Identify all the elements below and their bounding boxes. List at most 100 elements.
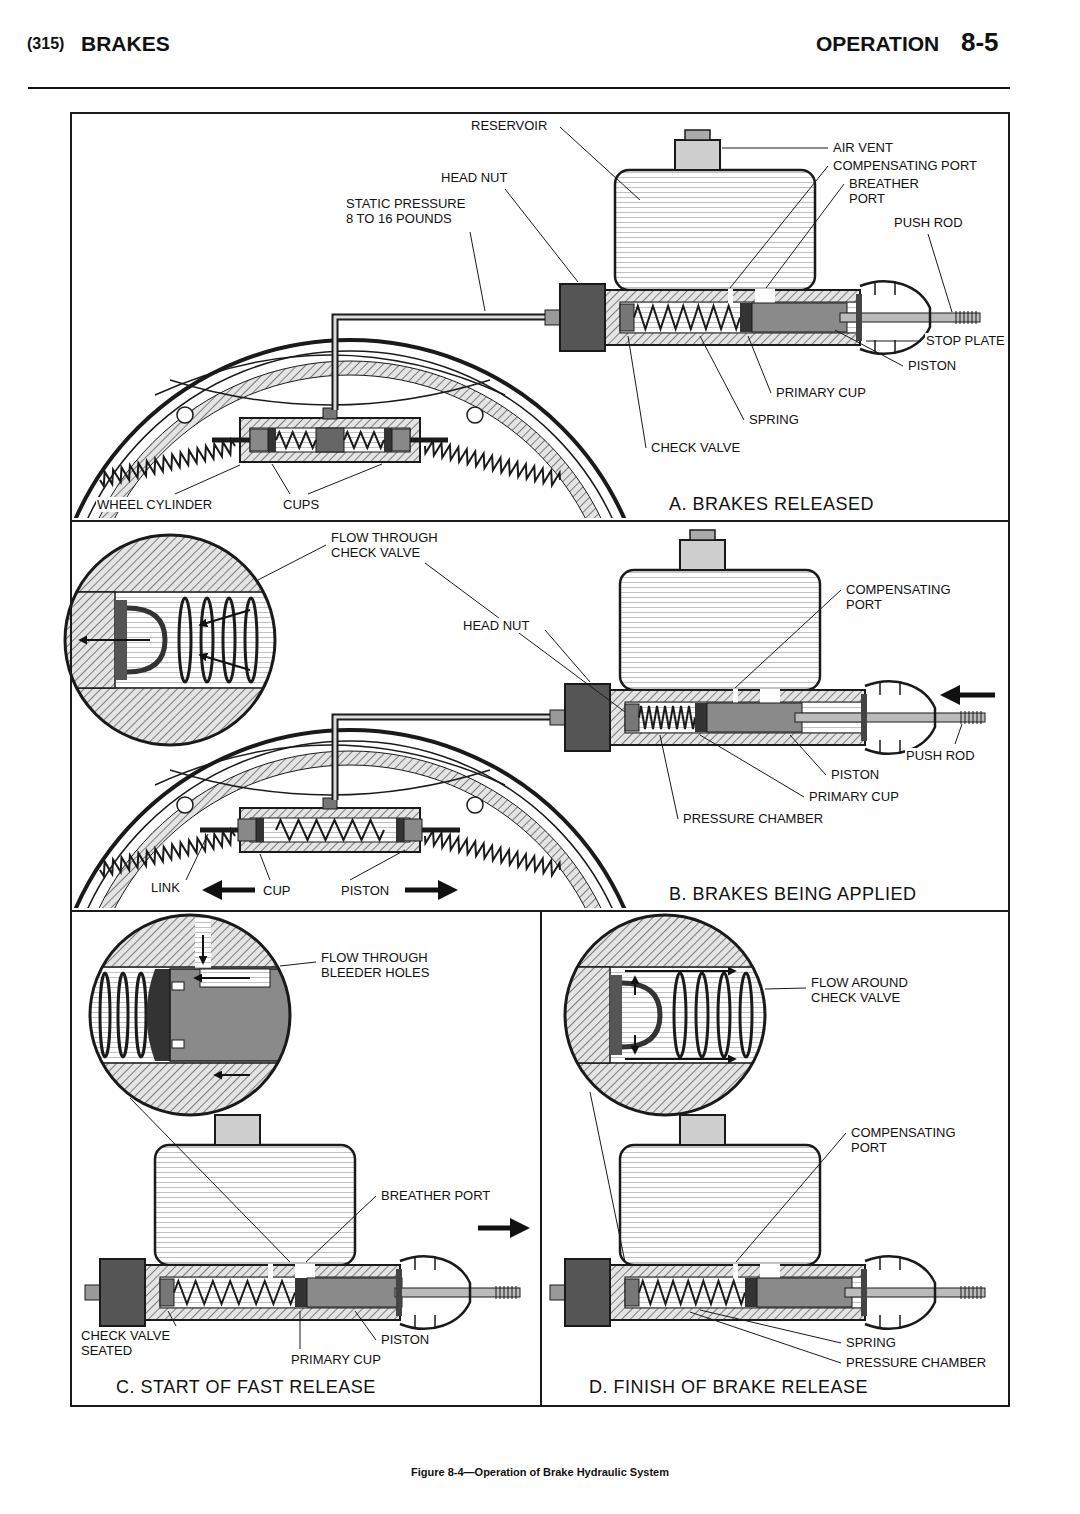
part-label: PUSH ROD (905, 748, 976, 763)
wheel-cup (384, 428, 392, 452)
spring-coil (634, 306, 740, 329)
head-nut (100, 1259, 145, 1326)
leader-line (736, 1133, 846, 1262)
part-label: PISTON (907, 358, 957, 373)
part-label: CUP (262, 883, 291, 898)
drum-outer (72, 340, 650, 518)
shoe-link (212, 438, 250, 443)
leader-line (306, 1196, 376, 1262)
return-spring (425, 441, 560, 485)
part-label: COMPENSATING PORT (845, 582, 965, 612)
panel-frame: B. BRAKES BEING APPLIED (70, 520, 1010, 912)
part-label: AIR VENT (832, 140, 894, 155)
backing-plate-hole (467, 407, 483, 423)
piston (752, 303, 847, 332)
master-cylinder (550, 1115, 985, 1329)
rod-thread (961, 1286, 962, 1299)
rubber-boot (860, 281, 930, 353)
stop-plate (396, 1269, 402, 1316)
leader-line (186, 834, 208, 880)
head-nut (565, 684, 610, 751)
rod-thread (956, 311, 957, 324)
brake-pipe-fluid (335, 317, 545, 410)
shoe-spring-wire (155, 745, 505, 785)
part-label: SPRING (845, 1335, 897, 1350)
wheel-cylinder (100, 745, 560, 876)
brake-drum (72, 340, 650, 518)
primary-cup (147, 969, 171, 1061)
leader-line (272, 464, 290, 494)
part-label: RESERVOIR (470, 118, 548, 133)
leader-line (700, 735, 804, 797)
return-spring (100, 440, 235, 487)
part-label: PRIMARY CUP (808, 789, 900, 804)
part-label: CHECK VALVE (650, 440, 741, 455)
bleeder-hole (172, 982, 184, 990)
filler-cap (215, 1115, 260, 1145)
header-rule (28, 87, 1010, 89)
part-label: PUSH ROD (893, 215, 964, 230)
wheel-piston (238, 819, 256, 841)
part-label: BREATHER PORT (380, 1188, 491, 1203)
fluid (565, 915, 765, 1115)
part-label: HEAD NUT (462, 618, 530, 633)
part-label: PRIMARY CUP (290, 1352, 382, 1367)
leader-line (735, 590, 841, 688)
cup-expander (316, 428, 344, 452)
spring-coil (639, 1281, 745, 1304)
stop-plate (856, 294, 862, 341)
leader-line (748, 336, 771, 393)
wheel-cylinder-bore (250, 818, 410, 842)
cylinder-body (610, 1265, 865, 1320)
part-label: FLOW AROUND CHECK VALVE (810, 975, 932, 1005)
bleeder-hole (172, 1040, 184, 1048)
wheel-cylinder (100, 355, 560, 486)
leader-line (700, 336, 744, 420)
leader-line (628, 336, 646, 448)
brake-pipe (335, 717, 550, 800)
boot-rib (875, 281, 895, 354)
flow-arrow (200, 610, 250, 625)
leader-line (175, 465, 240, 494)
boot-rib (880, 681, 900, 754)
rod-thread (965, 711, 966, 724)
leader-line (928, 234, 952, 312)
rod-thread (969, 1286, 970, 1299)
part-label: CHECK VALVE SEATED (80, 1328, 187, 1358)
magnifier-ring (90, 915, 290, 1115)
brake-lining (78, 758, 622, 908)
magnified-view (90, 915, 295, 1115)
primary-cup (740, 303, 752, 332)
leader-line (355, 1311, 376, 1340)
backing-plate-hole (467, 797, 483, 813)
leader-line (560, 127, 640, 200)
air-vent (690, 530, 715, 540)
leader-line (722, 148, 828, 149)
reservoir (615, 170, 815, 290)
leader-line (300, 1311, 301, 1349)
cylinder-body (605, 290, 860, 345)
part-label: HEAD NUT (440, 170, 508, 185)
page-header: BRAKES (80, 32, 171, 56)
part-label: COMPENSATING PORT (832, 158, 978, 173)
check-valve (620, 304, 634, 331)
rod-thread (969, 711, 970, 724)
spring-coil (276, 432, 316, 448)
breather-port (755, 289, 775, 303)
page-header: OPERATION (815, 32, 940, 56)
part-label: SPRING (748, 412, 800, 427)
push-rod (795, 713, 985, 722)
wheel-cup (396, 818, 404, 842)
cylinder-bore (620, 302, 860, 333)
compensating-port (268, 1264, 273, 1278)
cylinder-wall (90, 915, 290, 967)
primary-cup (695, 703, 707, 732)
brake-pipe-fluid (335, 717, 550, 800)
brake-lining (78, 368, 622, 518)
panel-frame: A. BRAKES RELEASED (70, 112, 1010, 522)
compensating-port (728, 289, 733, 303)
rod-thread (972, 311, 973, 324)
part-label: PISTON (340, 883, 390, 898)
leader-line (866, 341, 921, 342)
part-label: PRESSURE CHAMBER (845, 1355, 987, 1370)
